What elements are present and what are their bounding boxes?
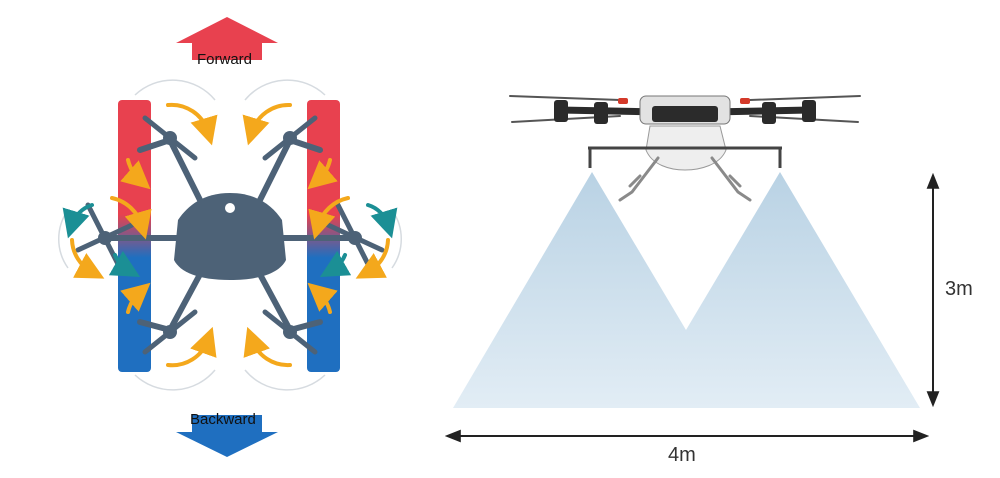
spray-coverage — [453, 172, 920, 408]
spray-cone-left — [453, 172, 686, 408]
propeller-hubs — [98, 131, 362, 339]
rotation-arrows — [70, 102, 390, 368]
height-label: 3m — [945, 278, 973, 300]
drone-body — [174, 193, 286, 280]
forward-label: Forward — [197, 51, 253, 68]
width-label: 4m — [668, 444, 696, 466]
rotation-arrows-alt — [62, 203, 398, 277]
spray-cone-right — [686, 172, 920, 408]
backward-arrow-icon — [176, 415, 278, 457]
drone-side-view — [509, 95, 861, 202]
body-marker — [225, 203, 235, 213]
backward-label: Backward — [190, 411, 256, 428]
forward-arrow-icon — [176, 17, 278, 60]
